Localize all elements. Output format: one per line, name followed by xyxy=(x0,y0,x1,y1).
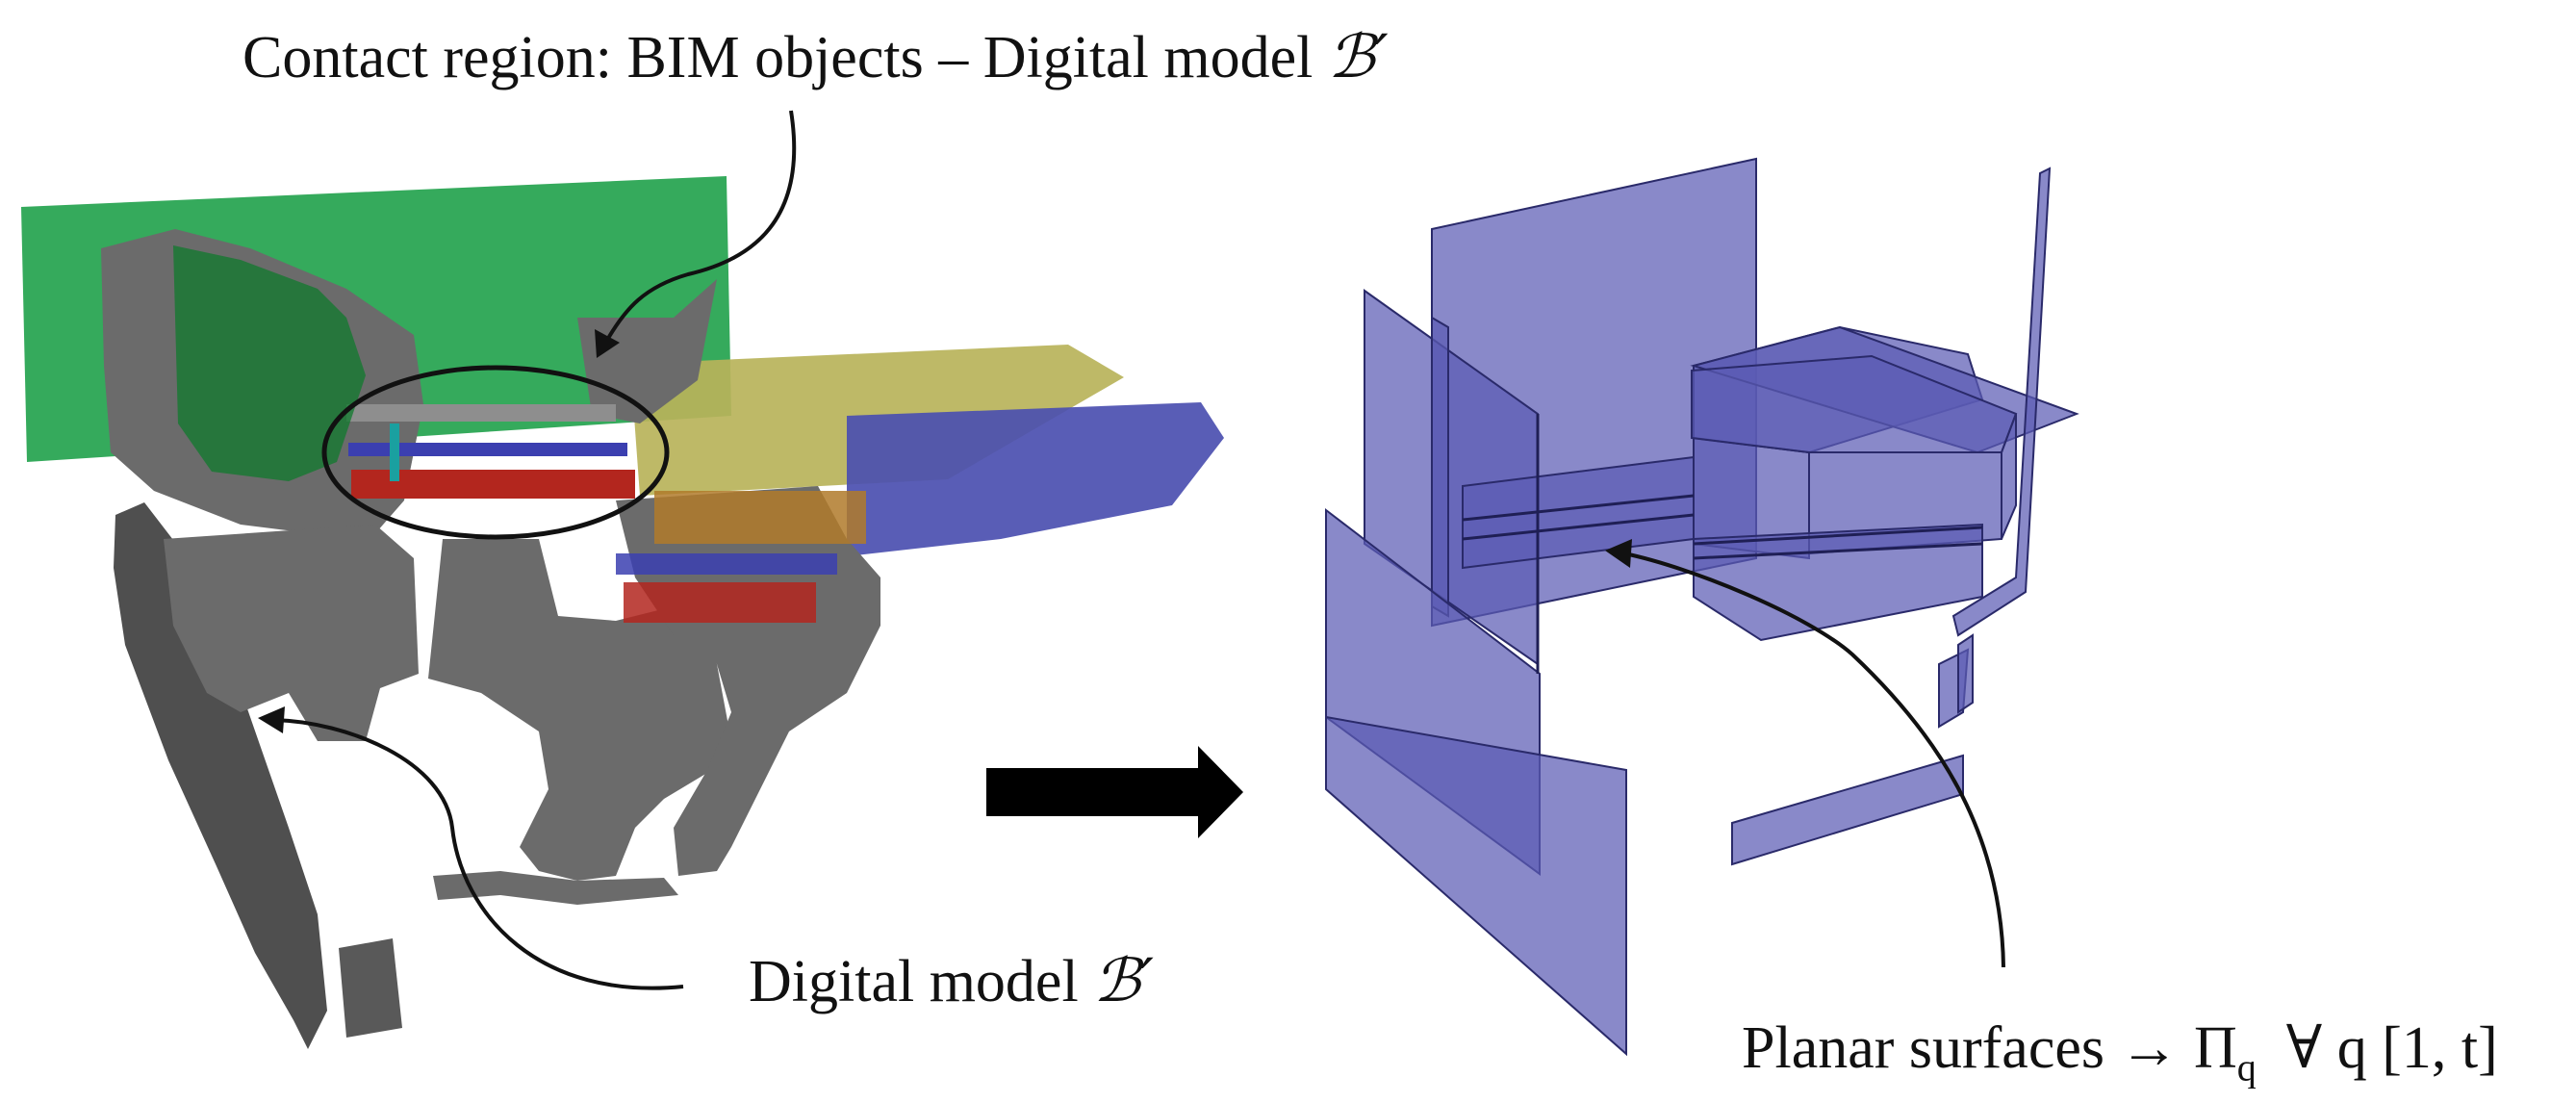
contact-region-text: Contact region: BIM objects – Digital mo… xyxy=(242,25,1328,90)
digital-model-label: Digital model ℬ′ xyxy=(749,949,1154,1014)
plane-block-side xyxy=(2001,413,2017,540)
scan-behind-green xyxy=(173,245,366,481)
planar-edges xyxy=(1462,414,1983,674)
scan-lower-frame xyxy=(428,539,731,881)
callouts-left xyxy=(273,110,797,990)
scan-floor-strip xyxy=(433,871,678,905)
plane-left-post xyxy=(1431,316,1449,618)
bim-strip-orange xyxy=(654,491,866,544)
bim-strip-teal xyxy=(390,423,399,481)
planar-surfaces-text: Planar surfaces → Π xyxy=(1742,1015,2237,1081)
bim-strips xyxy=(346,404,866,623)
contact-region-label: Contact region: BIM objects – Digital mo… xyxy=(242,25,1389,90)
plane-right-wall xyxy=(1951,167,2052,637)
digital-model-text: Digital model xyxy=(749,949,1094,1014)
scan-and-bim-model xyxy=(21,176,1224,1049)
plane-edge-2 xyxy=(1462,513,1695,541)
bim-blue-beam xyxy=(847,402,1224,556)
scan-rear-column xyxy=(577,279,717,423)
plane-edge-4 xyxy=(1693,542,1983,560)
planar-surfaces-subscript: q xyxy=(2236,1045,2257,1090)
plane-small-panel xyxy=(1957,633,1974,714)
bim-strip-blue xyxy=(348,443,627,456)
digital-model-callout-line xyxy=(273,718,684,990)
transition-arrow xyxy=(986,746,1243,838)
contact-region-ellipse xyxy=(321,365,670,540)
bim-strip-blue-lower xyxy=(616,553,837,575)
planar-surfaces-label: Planar surfaces → Πq ∀ q [1, t] xyxy=(1742,1018,2498,1087)
plane-edge-3 xyxy=(1693,526,1983,546)
planar-surfaces-rest: ∀ q [1, t] xyxy=(2256,1015,2498,1081)
bim-strip-gray xyxy=(346,404,616,422)
scan-small-block xyxy=(339,938,402,1038)
scan-window-frame xyxy=(164,525,419,741)
plane-floor-strip xyxy=(1731,754,1964,866)
digital-model-callout-arrowhead xyxy=(258,706,285,733)
plane-edge-1 xyxy=(1462,494,1695,522)
bim-strip-red-lower xyxy=(624,582,816,623)
contact-region-symbol: ℬ′ xyxy=(1327,21,1389,91)
planar-surfaces xyxy=(1325,157,2079,1057)
planar-callout-arrowhead xyxy=(1605,539,1632,568)
contact-callout-line xyxy=(604,110,797,343)
digital-model-symbol: ℬ′ xyxy=(1093,945,1154,1015)
contact-callout-arrowhead xyxy=(595,329,620,358)
planar-callout-line xyxy=(1623,552,2005,968)
scan-left-wall xyxy=(114,502,327,1049)
plane-front-wall xyxy=(1325,715,1627,1057)
